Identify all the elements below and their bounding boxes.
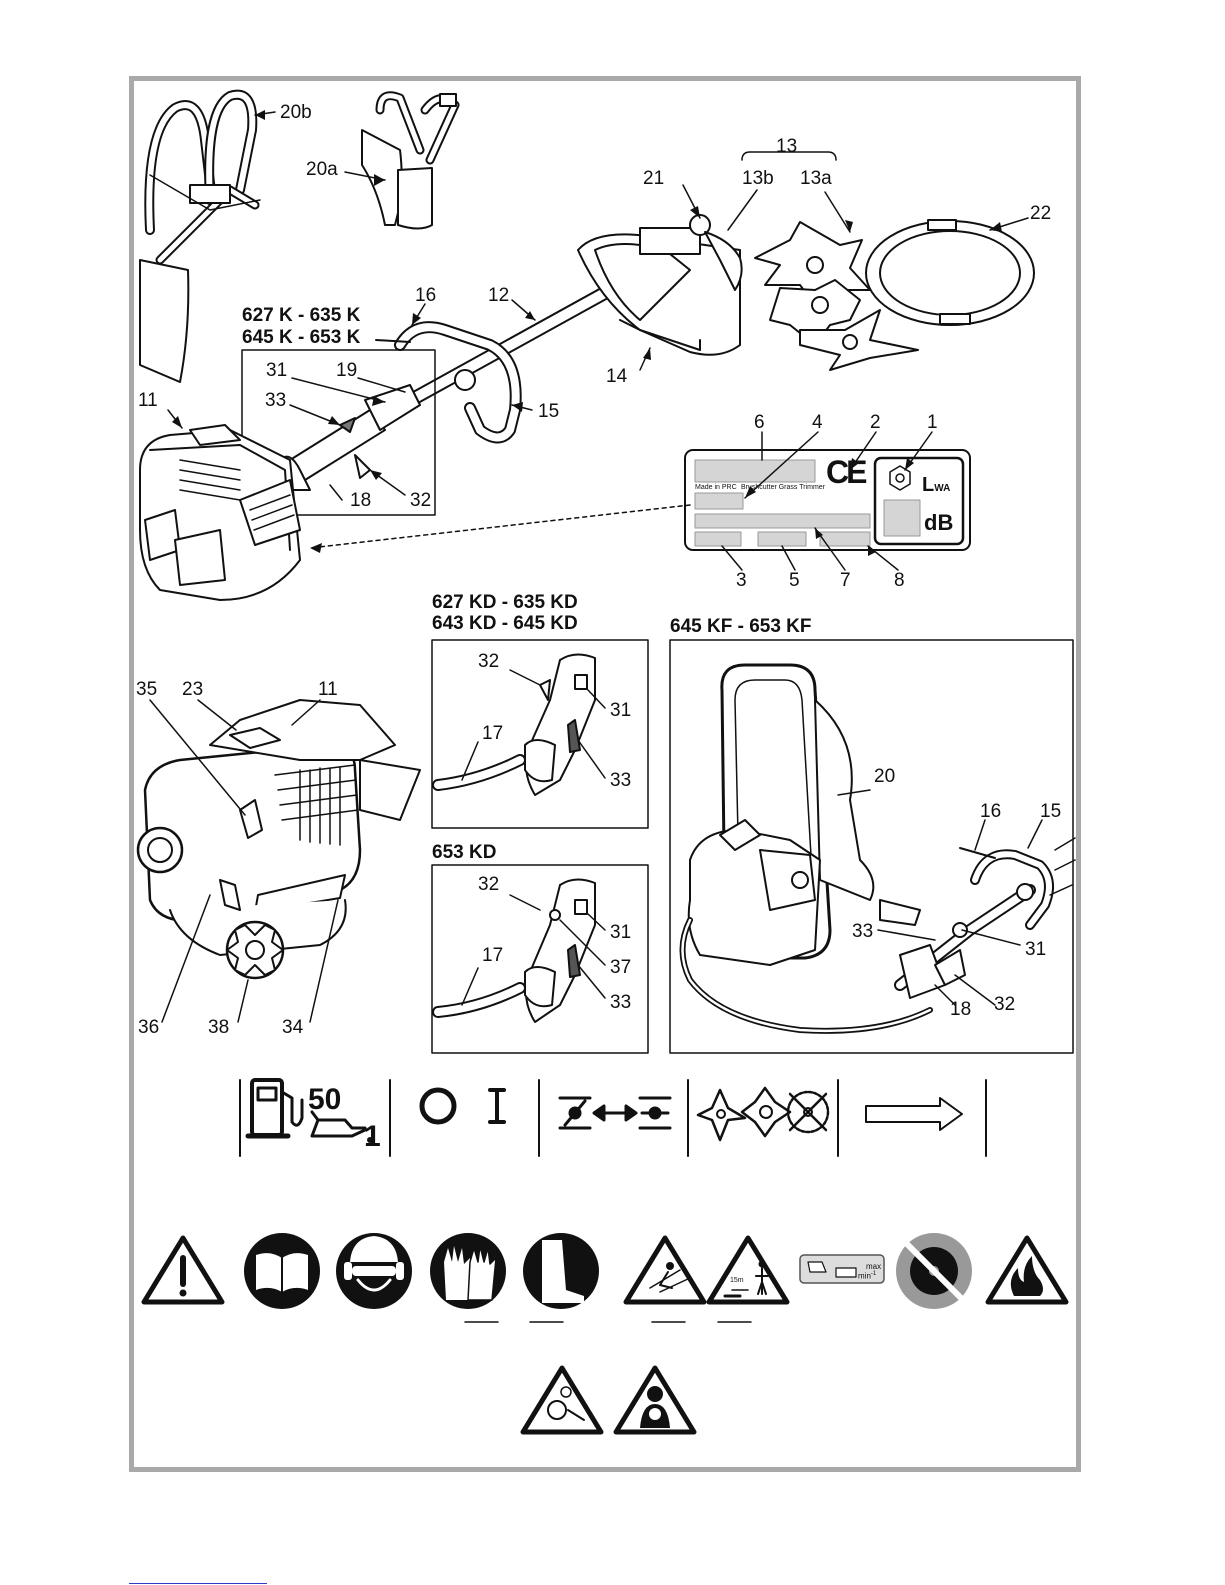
plate-made-in: Made in PRC	[695, 484, 737, 492]
kd-callout-32: 32	[478, 652, 499, 672]
model-heading-kd-2: 643 KD - 645 KD	[432, 613, 578, 635]
kf-callout-15: 15	[1040, 802, 1061, 822]
db-label: dB	[924, 511, 953, 535]
callout-7: 7	[840, 571, 851, 591]
distance-label: 15m	[730, 1277, 744, 1285]
kf-callout-16: 16	[980, 802, 1001, 822]
callout-11: 11	[138, 391, 158, 411]
fire-hazard-warning-icon	[988, 1238, 1066, 1302]
engine-callout-23: 23	[182, 680, 203, 700]
keep-distance-warning-icon	[709, 1238, 787, 1302]
model-heading-kd-1: 627 KD - 635 KD	[432, 592, 578, 614]
kd653-callout-32: 32	[478, 875, 499, 895]
rotation-direction-arrow-icon	[866, 1098, 962, 1130]
model-heading-k-1: 627 K - 635 K	[242, 305, 360, 327]
callout-32: 32	[410, 491, 431, 511]
engine-top-drawing	[140, 425, 300, 600]
engine-callout-35: 35	[136, 680, 157, 700]
kd-callout-17: 17	[482, 724, 503, 744]
rotating-blade-warning-icon	[523, 1368, 601, 1432]
throttle-handle-drawing	[280, 385, 420, 490]
rpm-unit: min	[858, 1272, 871, 1281]
callout-13b: 13b	[742, 169, 774, 189]
callout-19: 19	[336, 361, 357, 381]
model-heading-k-2: 645 K - 653 K	[242, 327, 360, 349]
kd-callout-33: 33	[610, 771, 631, 791]
kd-handle-drawing	[438, 654, 595, 795]
callout-1: 1	[927, 413, 938, 433]
fuel-pump-icon	[248, 1080, 302, 1136]
kd653-handle-drawing	[438, 879, 595, 1022]
thrown-objects-warning-icon	[626, 1238, 704, 1302]
callout-22: 22	[1030, 204, 1051, 224]
callout-15: 15	[538, 402, 559, 422]
kf-callout-18: 18	[950, 1000, 971, 1020]
label-location-pointer	[310, 505, 690, 548]
callout-14: 14	[606, 367, 627, 387]
kf-callout-33: 33	[852, 922, 873, 942]
symbol-row-dividers	[240, 1080, 986, 1156]
switch-off-icon	[422, 1090, 454, 1122]
ring-22-drawing	[866, 220, 1034, 325]
head-eye-ear-protection-icon	[336, 1233, 412, 1309]
callout-13a: 13a	[800, 169, 832, 189]
rpm-exponent: -1	[871, 1271, 876, 1277]
kd-callout-31: 31	[610, 701, 631, 721]
callout-18: 18	[350, 491, 371, 511]
callout-8: 8	[894, 571, 905, 591]
callout-31: 31	[266, 361, 287, 381]
kf-callout-20: 20	[874, 767, 895, 787]
callout-20b: 20b	[280, 103, 312, 123]
engine-callout-34: 34	[282, 1018, 303, 1038]
lwa-label: LWA	[922, 474, 950, 500]
callout-13: 13	[776, 137, 797, 157]
choke-icon	[560, 1098, 670, 1128]
callout-3: 3	[736, 571, 747, 591]
engine-callout-38: 38	[208, 1018, 229, 1038]
callout-21: 21	[643, 169, 664, 189]
callout-20a: 20a	[306, 160, 338, 180]
kf-backpack-drawing	[683, 665, 1076, 1031]
kd653-callout-17: 17	[482, 946, 503, 966]
engine-detail-drawing	[138, 700, 420, 978]
callout-12: 12	[488, 286, 509, 306]
toxic-fumes-warning-icon	[616, 1368, 694, 1432]
callout-33: 33	[265, 391, 286, 411]
callout-6: 6	[754, 413, 765, 433]
ce-mark: CE	[826, 455, 864, 489]
engine-callout-11: 11	[318, 680, 338, 700]
model-heading-kd653: 653 KD	[432, 842, 496, 864]
callout-2: 2	[870, 413, 881, 433]
guard-drawing	[578, 215, 742, 355]
fuel-ratio-petrol: 50	[308, 1084, 341, 1116]
switch-on-icon	[490, 1090, 504, 1122]
footer-link-underline[interactable]	[129, 1583, 267, 1584]
lwa-subscript: WA	[934, 483, 950, 494]
oil-can-icon	[312, 1112, 372, 1142]
harness-20a-drawing	[362, 94, 456, 229]
callout-5: 5	[789, 571, 800, 591]
read-manual-icon	[244, 1233, 320, 1309]
warning-triangle-icon	[144, 1238, 222, 1302]
kf-callout-31: 31	[1025, 940, 1046, 960]
protective-boots-icon	[523, 1233, 599, 1309]
callout-16: 16	[415, 286, 436, 306]
protective-gloves-icon	[430, 1233, 506, 1309]
blade-types-icon	[698, 1088, 828, 1140]
fuel-ratio-oil: 1	[364, 1121, 381, 1153]
kd653-callout-37: 37	[610, 958, 631, 978]
plate-product-name: Brushcutter Grass Trimmer	[741, 484, 825, 492]
callout-4: 4	[812, 413, 823, 433]
lwa-letter: L	[922, 474, 934, 496]
engine-callout-36: 36	[138, 1018, 159, 1038]
kd653-callout-31: 31	[610, 923, 631, 943]
kf-callout-32: 32	[994, 995, 1015, 1015]
no-saw-blade-icon	[896, 1233, 972, 1309]
model-heading-kf: 645 KF - 653 KF	[670, 616, 812, 638]
kd653-callout-33: 33	[610, 993, 631, 1013]
rpm-unit-label: min-1	[858, 1270, 876, 1281]
